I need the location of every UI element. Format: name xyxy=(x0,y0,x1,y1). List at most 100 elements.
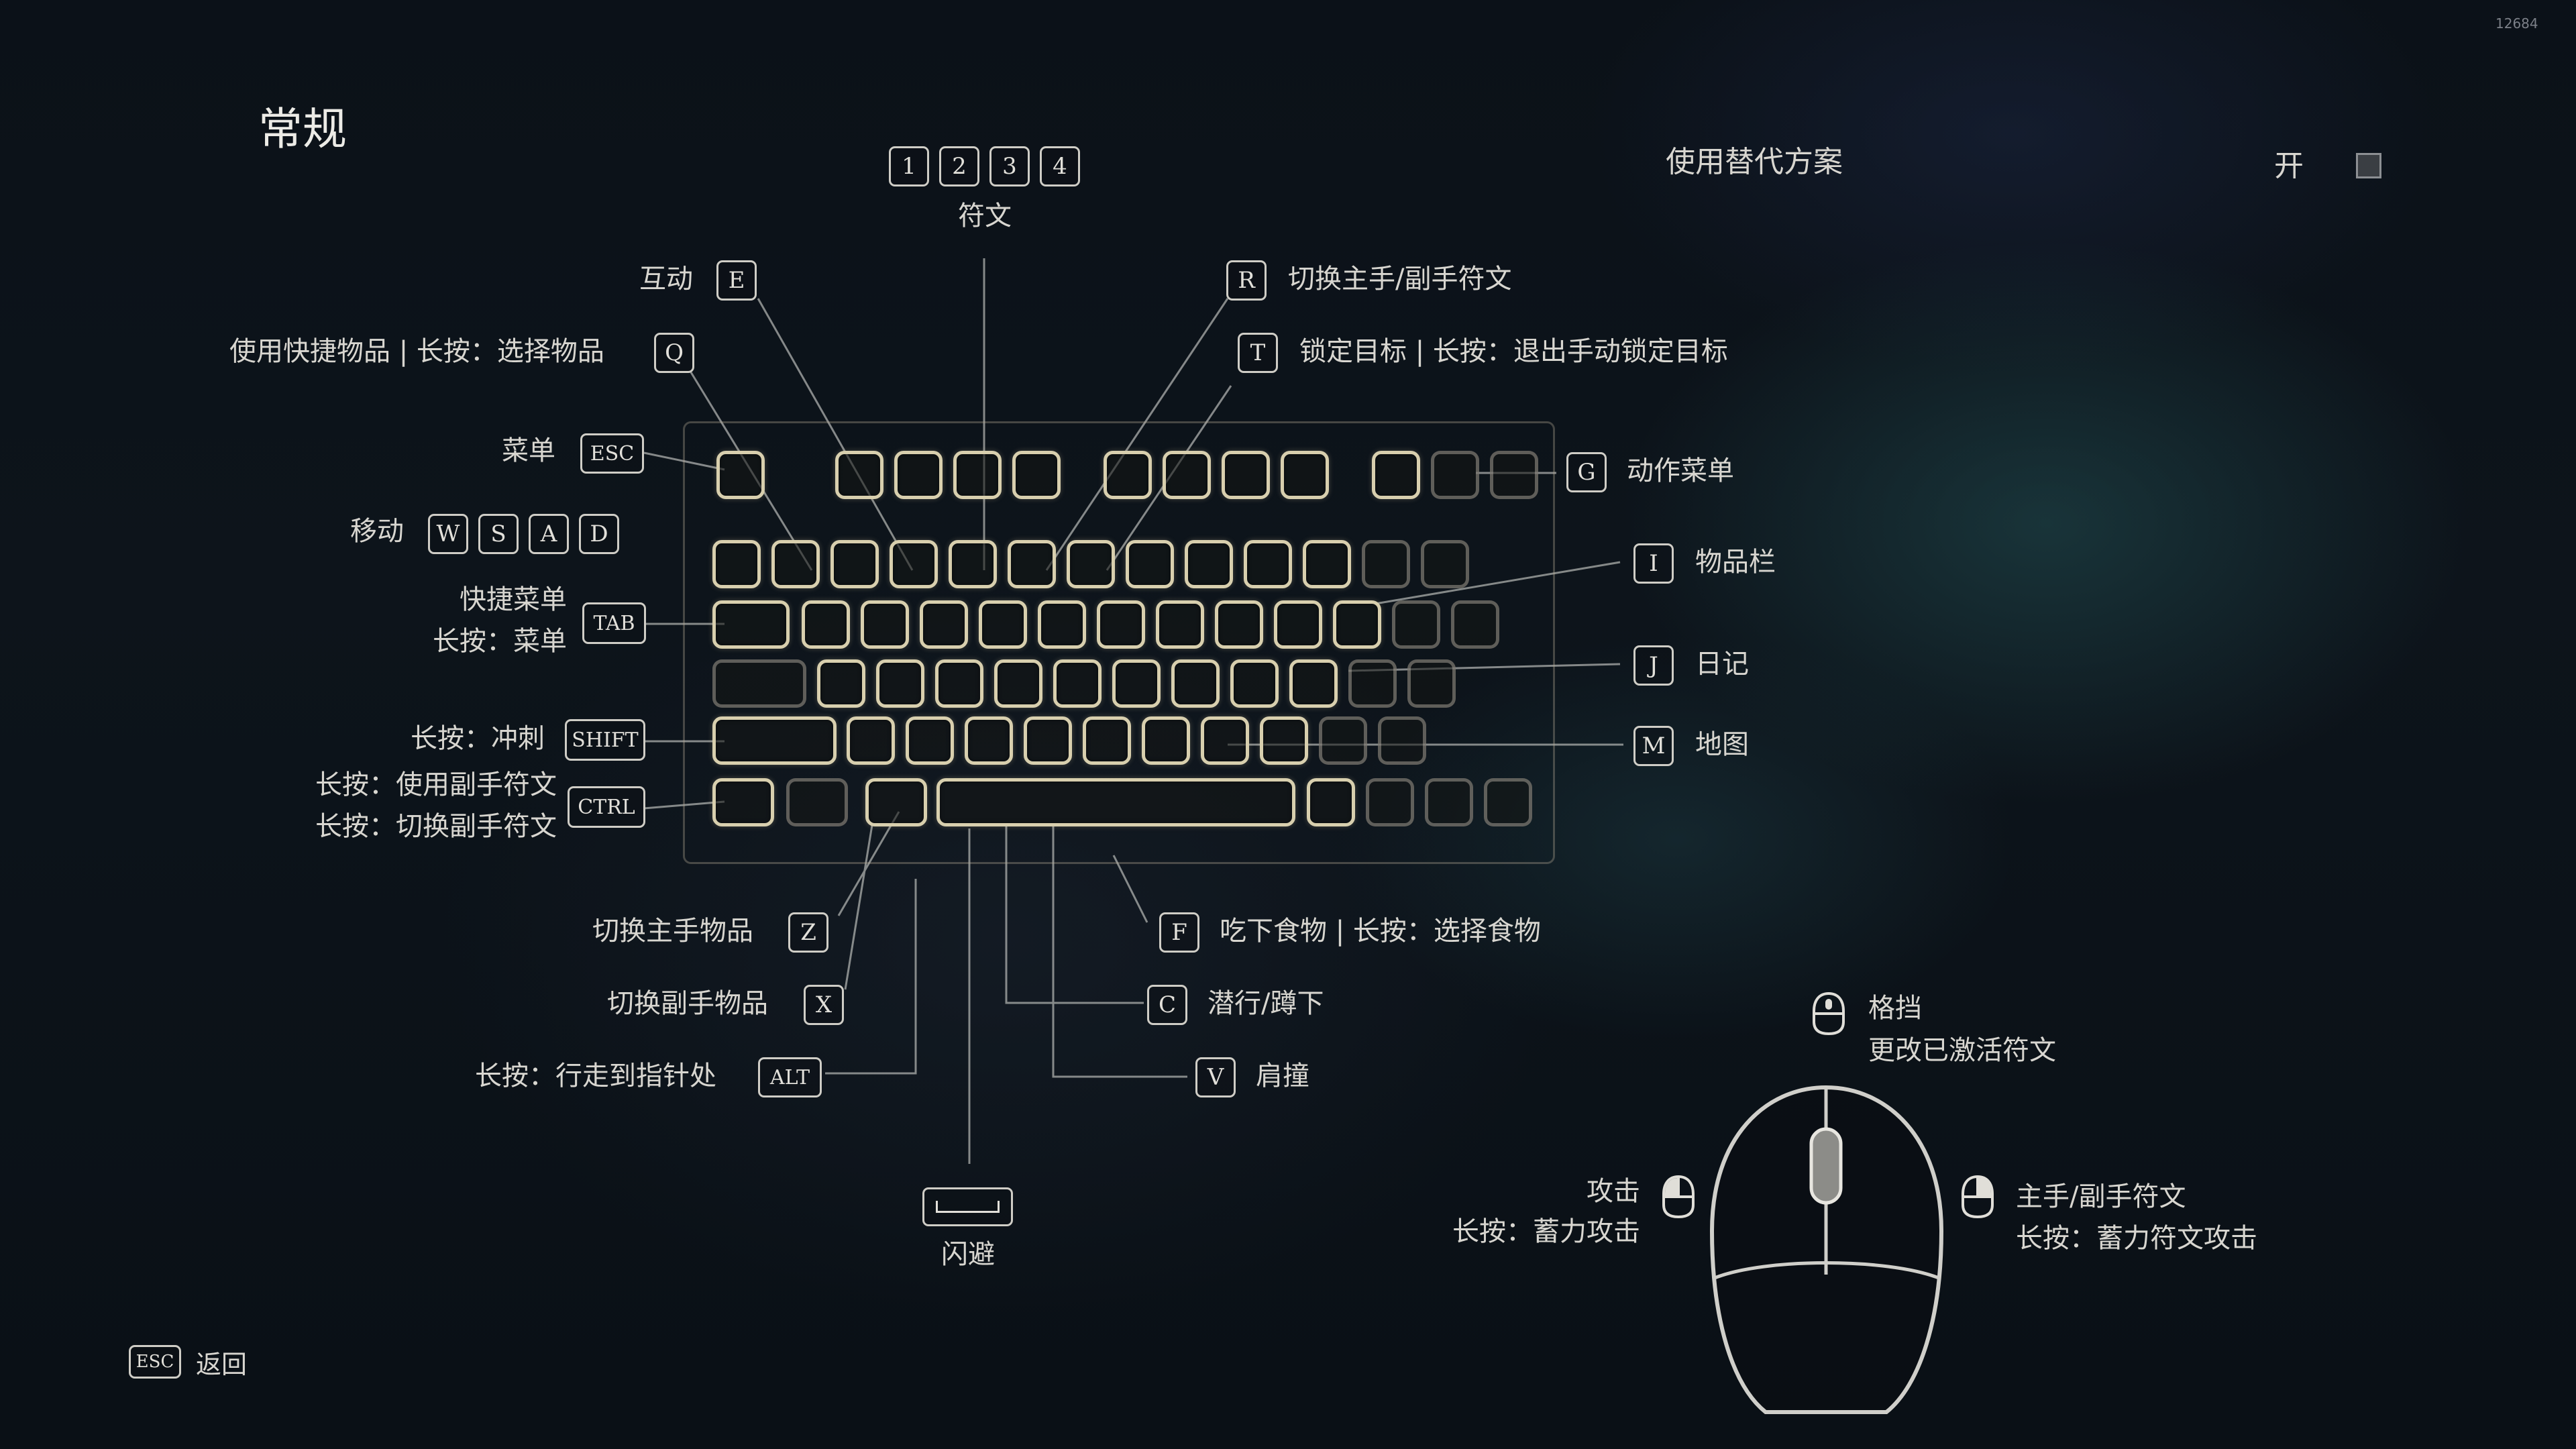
keyboard-key xyxy=(1274,600,1322,649)
keyboard-key xyxy=(1053,659,1102,708)
quick-item-key: Q xyxy=(654,333,694,373)
switch-off-item-label: 切换副手物品 xyxy=(607,988,768,1019)
dodge-key xyxy=(922,1187,1013,1226)
switch-off-item-key: X xyxy=(804,985,844,1025)
keyboard-key xyxy=(906,716,954,765)
map-label: 地图 xyxy=(1695,729,1749,760)
move-key-w: W xyxy=(428,514,468,554)
shoulder-key: V xyxy=(1195,1057,1236,1097)
keyboard-key xyxy=(1230,659,1279,708)
keyboard-key xyxy=(865,778,927,826)
switch-main-item-key: Z xyxy=(788,912,828,953)
keyboard-key xyxy=(1012,451,1061,499)
keyboard-key xyxy=(949,540,997,588)
offhand-key: CTRL xyxy=(568,786,645,828)
mouse-left-icon xyxy=(1662,1175,1695,1219)
keyboard-key xyxy=(1112,659,1161,708)
keyboard-key xyxy=(936,778,1295,826)
keyboard-key xyxy=(1104,451,1152,499)
keyboard-key xyxy=(1281,451,1329,499)
keyboard-illustration xyxy=(683,421,1555,864)
back-label: 返回 xyxy=(196,1349,248,1379)
keyboard-key xyxy=(1008,540,1056,588)
switch-main-item-label: 切换主手物品 xyxy=(592,916,753,947)
keyboard-key xyxy=(817,659,865,708)
back-button[interactable]: ESC 返回 xyxy=(129,1344,247,1379)
mouse-middle-label-1: 格挡 xyxy=(1868,993,1922,1024)
keyboard-key xyxy=(1024,716,1072,765)
keyboard-key xyxy=(1185,540,1233,588)
keyboard-key xyxy=(1171,659,1220,708)
keyboard-key xyxy=(1333,600,1381,649)
move-key-s: S xyxy=(478,514,519,554)
dodge-label: 闪避 xyxy=(941,1239,995,1270)
offhand-label-1: 长按：使用副手符文 xyxy=(315,769,557,800)
keyboard-key xyxy=(1307,778,1355,826)
keyboard-key xyxy=(1260,716,1308,765)
interact-key: E xyxy=(716,260,757,301)
interact-label: 互动 xyxy=(639,264,693,294)
spacebar-icon xyxy=(936,1201,1000,1213)
keyboard-key xyxy=(1366,778,1414,826)
keyboard-key xyxy=(1431,451,1479,499)
menu-key: ESC xyxy=(580,433,644,474)
keyboard-key xyxy=(771,540,820,588)
keyboard-key xyxy=(1392,600,1440,649)
keyboard-key xyxy=(1348,659,1397,708)
sneak-label: 潜行/蹲下 xyxy=(1208,988,1324,1019)
keyboard-key xyxy=(1372,451,1420,499)
map-key: M xyxy=(1633,726,1674,766)
keyboard-key xyxy=(1362,540,1410,588)
action-menu-key: G xyxy=(1566,452,1607,492)
switch-rune-key: R xyxy=(1226,260,1267,301)
action-menu-label: 动作菜单 xyxy=(1627,455,1734,486)
menu-label: 菜单 xyxy=(502,435,555,466)
keyboard-key xyxy=(894,451,943,499)
keyboard-key xyxy=(935,659,983,708)
keyboard-key xyxy=(830,540,879,588)
keyboard-key xyxy=(1215,600,1263,649)
mouse-left-label-1: 攻击 xyxy=(1587,1176,1640,1207)
keyboard-key xyxy=(1038,600,1086,649)
alternative-scheme-checkbox[interactable] xyxy=(2356,153,2381,178)
keyboard-key xyxy=(1319,716,1367,765)
keyboard-key xyxy=(712,659,806,708)
mouse-illustration xyxy=(1709,1085,1944,1414)
keyboard-key xyxy=(920,600,968,649)
runes-label: 符文 xyxy=(958,201,1012,231)
journal-label: 日记 xyxy=(1695,649,1749,680)
walk-to-pointer-key: ALT xyxy=(758,1057,822,1097)
keyboard-key xyxy=(979,600,1027,649)
keyboard-key xyxy=(712,716,837,765)
keyboard-key xyxy=(1451,600,1499,649)
rune-key-1: 1 xyxy=(889,146,929,186)
journal-key: J xyxy=(1633,645,1674,686)
eat-key: F xyxy=(1159,912,1199,953)
quick-menu-label-2: 长按：菜单 xyxy=(433,626,567,657)
page-title: 常规 xyxy=(258,103,347,155)
rune-key-4: 4 xyxy=(1040,146,1080,186)
switch-rune-label: 切换主手/副手符文 xyxy=(1288,264,1512,294)
rune-key-2: 2 xyxy=(939,146,979,186)
alternative-scheme-label: 使用替代方案 xyxy=(1666,145,1843,179)
walk-to-pointer-label: 长按：行走到指针处 xyxy=(475,1061,716,1091)
quick-menu-key: TAB xyxy=(582,602,646,644)
keyboard-key xyxy=(1142,716,1190,765)
back-key: ESC xyxy=(129,1345,181,1379)
keyboard-key xyxy=(965,716,1013,765)
lock-target-key: T xyxy=(1238,333,1278,373)
keyboard-key xyxy=(890,540,938,588)
keyboard-key xyxy=(1222,451,1270,499)
mouse-right-label-2: 长按：蓄力符文攻击 xyxy=(2016,1223,2257,1254)
quick-menu-label-1: 快捷菜单 xyxy=(460,584,567,615)
keyboard-key xyxy=(802,600,850,649)
keyboard-key xyxy=(835,451,883,499)
eat-label: 吃下食物 | 长按：选择食物 xyxy=(1220,916,1541,947)
keyboard-key xyxy=(1156,600,1204,649)
quick-item-label: 使用快捷物品 | 长按：选择物品 xyxy=(229,336,604,367)
move-label: 移动 xyxy=(350,516,404,547)
keyboard-key xyxy=(953,451,1002,499)
keyboard-key xyxy=(876,659,924,708)
mouse-right-icon xyxy=(1962,1175,1994,1219)
keyboard-key xyxy=(1126,540,1174,588)
